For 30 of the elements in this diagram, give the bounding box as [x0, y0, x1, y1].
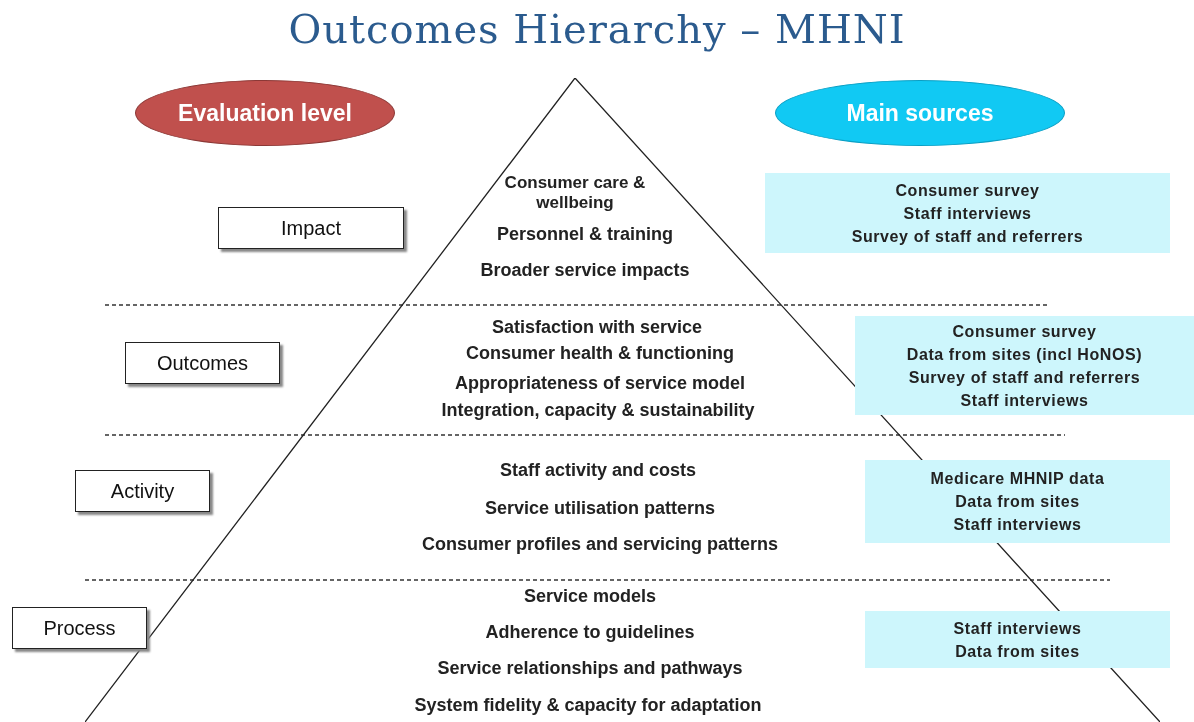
source-item: Survey of staff and referrers: [908, 367, 1141, 388]
pyramid-item: Consumer health & functioning: [466, 342, 734, 364]
pyramid-item: Integration, capacity & sustainability: [441, 399, 755, 421]
pyramid-item: Adherence to guidelines: [485, 621, 695, 643]
pyramid-item: Service models: [523, 585, 657, 607]
source-item: Staff interviews: [960, 390, 1089, 411]
pyramid-item: Appropriateness of service model: [454, 372, 746, 394]
pyramid-item: Service relationships and pathways: [437, 657, 743, 679]
level-box: Process: [12, 607, 147, 649]
source-item: Consumer survey: [895, 180, 1040, 201]
source-item: Survey of staff and referrers: [851, 226, 1084, 247]
pyramid-item: Staff activity and costs: [499, 459, 697, 481]
pyramid-item: Consumer profiles and servicing patterns: [421, 533, 779, 555]
pyramid-item: System fidelity & capacity for adaptation: [414, 694, 762, 716]
source-item: Consumer survey: [952, 321, 1097, 342]
pyramid-item: Service utilisation patterns: [484, 497, 716, 519]
sources-panel: [855, 316, 1194, 415]
source-item: Staff interviews: [903, 203, 1032, 224]
source-item: Data from sites: [955, 641, 1080, 662]
pyramid-item: Broader service impacts: [480, 259, 690, 281]
source-item: Data from sites: [955, 492, 1080, 512]
pyramid-item: Personnel & training: [497, 223, 673, 245]
source-item: Data from sites (incl HoNOS): [906, 344, 1143, 365]
source-item: Staff interviews: [953, 515, 1082, 535]
level-box: Activity: [75, 470, 210, 512]
source-item: Staff interviews: [953, 618, 1082, 639]
diagram-title: Outcomes Hierarchy – MHNI: [287, 6, 907, 52]
pyramid-item: Consumer care & wellbeing: [503, 173, 647, 213]
source-item: Medicare MHNIP data: [930, 469, 1105, 489]
pyramid-item: Satisfaction with service: [491, 316, 703, 338]
